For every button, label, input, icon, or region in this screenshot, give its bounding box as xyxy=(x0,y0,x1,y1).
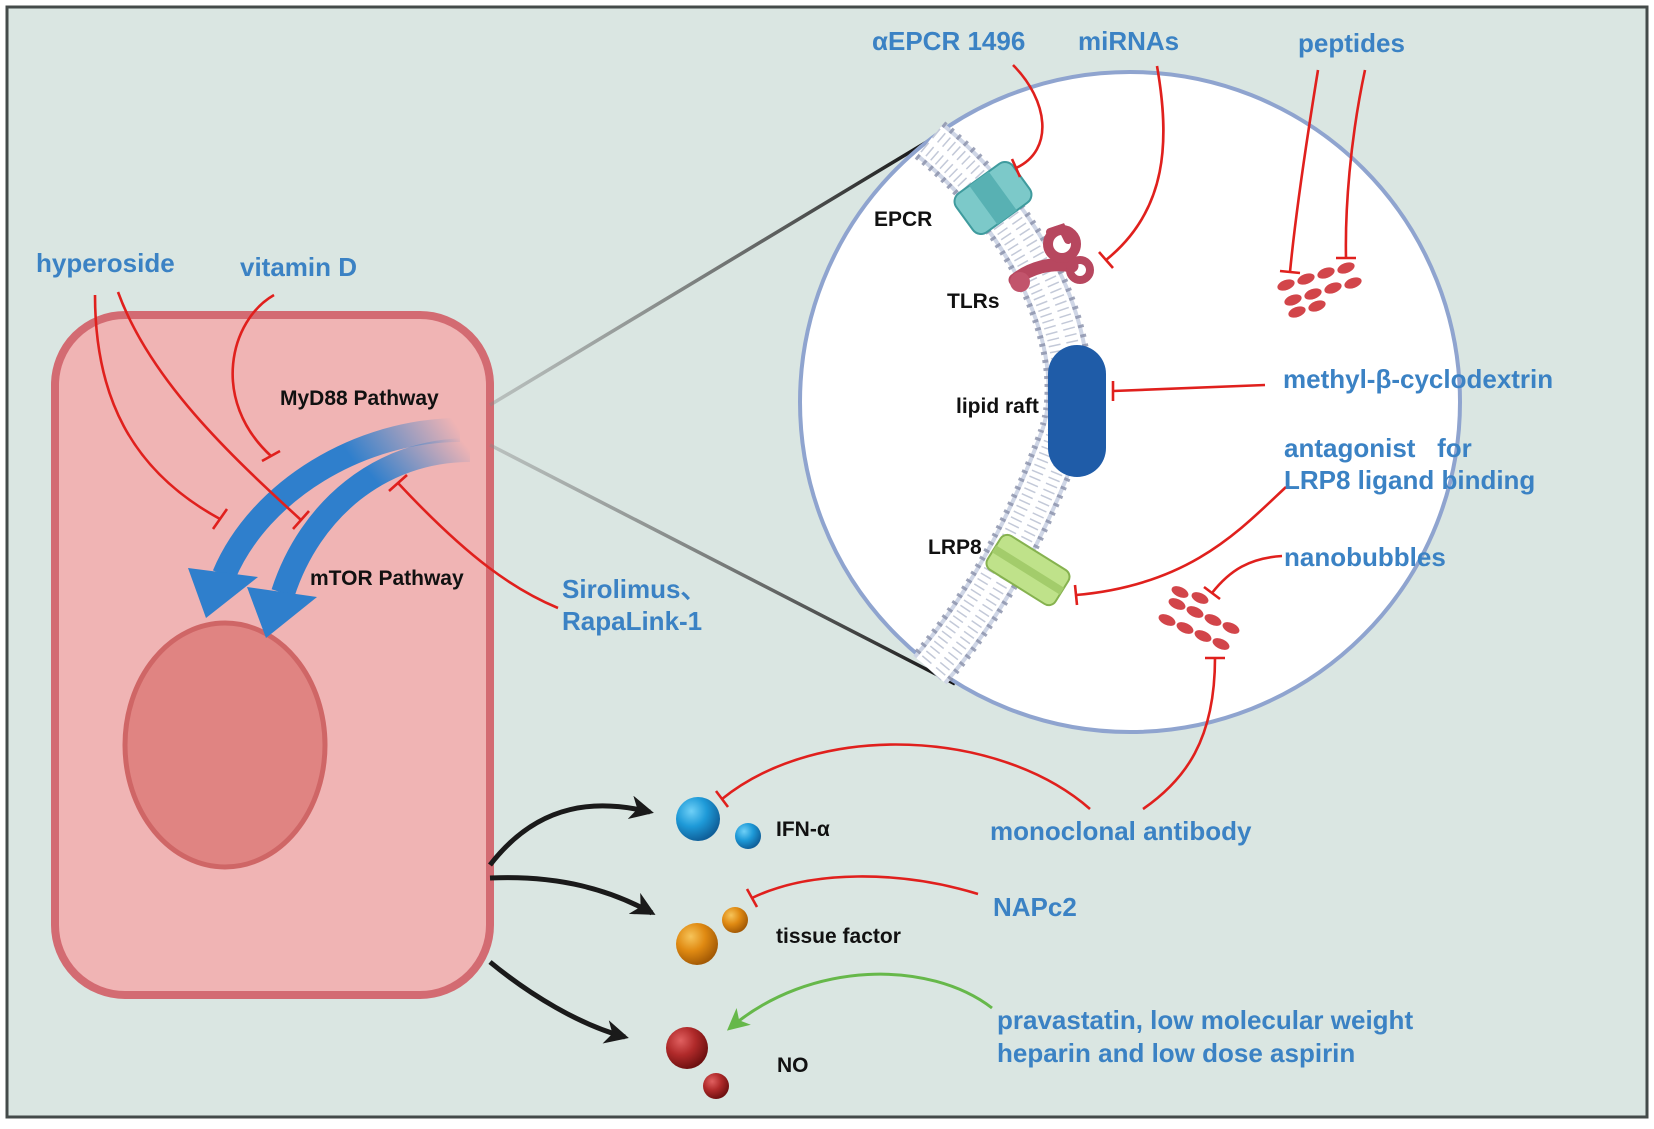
inhibition-mab-nanobubbles xyxy=(1142,656,1225,811)
inhibition-sirolimus xyxy=(388,474,559,610)
pravastatin-label: pravastatin, low molecular weight xyxy=(997,1005,1413,1035)
tissue-factor-molecule-large xyxy=(676,923,718,965)
inhibition-antagonist xyxy=(1073,486,1287,606)
tlrs-label: TLRs xyxy=(947,290,1000,313)
antagonist-label: antagonist for xyxy=(1284,433,1472,463)
no-molecule-small xyxy=(703,1073,729,1099)
activation-pravastatin xyxy=(726,972,993,1031)
zoom-line-bottom xyxy=(489,443,956,686)
mirnas-label: miRNAs xyxy=(1078,26,1179,56)
inhibition-mirnas xyxy=(1098,65,1165,269)
tlrs-receptor xyxy=(1008,223,1094,292)
zoom-circle xyxy=(798,70,1462,734)
inhibition-methyl-beta-cyclodextrin xyxy=(1111,381,1266,401)
lipid-raft-block xyxy=(1048,345,1106,477)
mtor-pathway-arrow xyxy=(247,438,471,638)
inhibition-peptides xyxy=(1279,69,1367,275)
inhibition-napc2 xyxy=(745,875,979,908)
zoom-line-top xyxy=(489,138,931,407)
inhibition-vitamin-d xyxy=(231,293,281,463)
lipid-raft-label: lipid raft xyxy=(956,395,1039,418)
output-arrow-no xyxy=(488,960,629,1044)
output-arrow-tissue-factor xyxy=(489,875,656,916)
hyperoside-label: hyperoside xyxy=(36,248,175,278)
ifn-molecule-large xyxy=(676,797,720,841)
inhibition-aepcr xyxy=(1010,64,1044,178)
nucleus xyxy=(122,620,328,870)
myd88-pathway-arrow xyxy=(188,418,461,618)
ifn-alpha-label: IFN-α xyxy=(776,818,830,841)
epcr-label: EPCR xyxy=(874,208,932,231)
sirolimus-label: Sirolimus、 xyxy=(562,574,706,604)
heparin-aspirin-label: heparin and low dose aspirin xyxy=(997,1038,1355,1068)
tissue-factor-molecule-small xyxy=(722,907,748,933)
mtor-pathway-label: mTOR Pathway xyxy=(310,567,464,590)
tissue-factor-label: tissue factor xyxy=(776,925,901,948)
vitamin-d-label: vitamin D xyxy=(240,252,357,282)
lrp8-ligand-binding-label: LRP8 ligand binding xyxy=(1284,465,1535,495)
lrp8-label: LRP8 xyxy=(928,536,982,559)
nanobubbles-molecule xyxy=(1158,586,1240,650)
myd88-pathway-label: MyD88 Pathway xyxy=(280,387,439,410)
nanobubbles-label: nanobubbles xyxy=(1284,542,1446,572)
ifn-molecule-small xyxy=(735,823,761,849)
peptides-molecule xyxy=(1277,262,1362,318)
no-label: NO xyxy=(777,1054,809,1077)
no-molecule-large xyxy=(666,1027,708,1069)
napc2-label: NAPc2 xyxy=(993,892,1077,922)
rapalink-label: RapaLink-1 xyxy=(562,606,702,636)
monoclonal-antibody-label: monoclonal antibody xyxy=(990,816,1252,846)
aepcr-label: αEPCR 1496 xyxy=(872,26,1025,56)
epcr-receptor xyxy=(953,160,1033,236)
inhibition-nanobubbles xyxy=(1203,554,1283,601)
output-arrow-ifn xyxy=(488,795,654,867)
inhibition-hyperoside xyxy=(93,291,310,530)
methyl-beta-cyclodextrin-label: methyl-β-cyclodextrin xyxy=(1283,364,1553,394)
peptides-label: peptides xyxy=(1298,28,1405,58)
inhibition-mab-ifn xyxy=(714,743,1091,810)
lrp8-receptor xyxy=(985,533,1071,607)
